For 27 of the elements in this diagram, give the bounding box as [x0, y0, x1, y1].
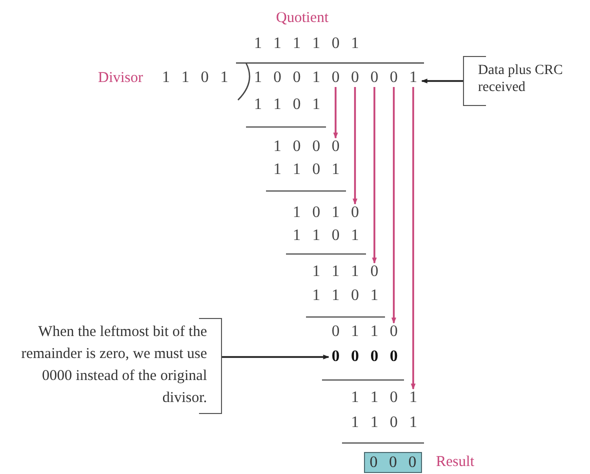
arrow [222, 354, 330, 360]
arrow [410, 87, 416, 390]
remainder-bits: 1 0 1 0 [292, 203, 363, 223]
arrow [333, 87, 338, 139]
callout-note: When the leftmost bit of the remainder is zero, we must use 0000 instead of the original divisor. [8, 318, 222, 414]
remainder-bits: 0 1 1 0 [332, 322, 402, 342]
quotient-bits: 1 1 1 1 0 1 [254, 34, 363, 54]
zero-divisor-bits: 0 0 0 0 [332, 347, 402, 367]
divisor-label: Divisor [98, 69, 143, 88]
divisor-bits: 1 1 0 1 [312, 286, 382, 306]
divisor-bits: 1 1 0 1 [351, 413, 421, 433]
remainder-bits: 1 1 0 1 [351, 388, 421, 408]
quotient-label: Quotient [276, 9, 328, 28]
arrow [352, 87, 358, 205]
divisor-bits: 1 1 0 1 [292, 226, 363, 246]
arrow [421, 78, 463, 84]
divisor-bits: 1 1 0 1 [162, 68, 232, 88]
remainder-bits: 1 1 1 0 [312, 262, 382, 282]
dividend-bits: 1 0 0 1 0 0 0 0 1 [254, 68, 421, 88]
arrow [372, 87, 377, 264]
divisor-bits: 1 1 0 1 [273, 160, 344, 180]
arrow [391, 87, 396, 324]
callout-note: Data plus CRC received [463, 56, 563, 106]
result-box: 0 0 0 [364, 452, 422, 473]
result-label: Result [436, 453, 474, 472]
remainder-bits: 1 0 0 0 [273, 137, 344, 157]
divisor-bits: 1 1 0 1 [254, 95, 324, 115]
